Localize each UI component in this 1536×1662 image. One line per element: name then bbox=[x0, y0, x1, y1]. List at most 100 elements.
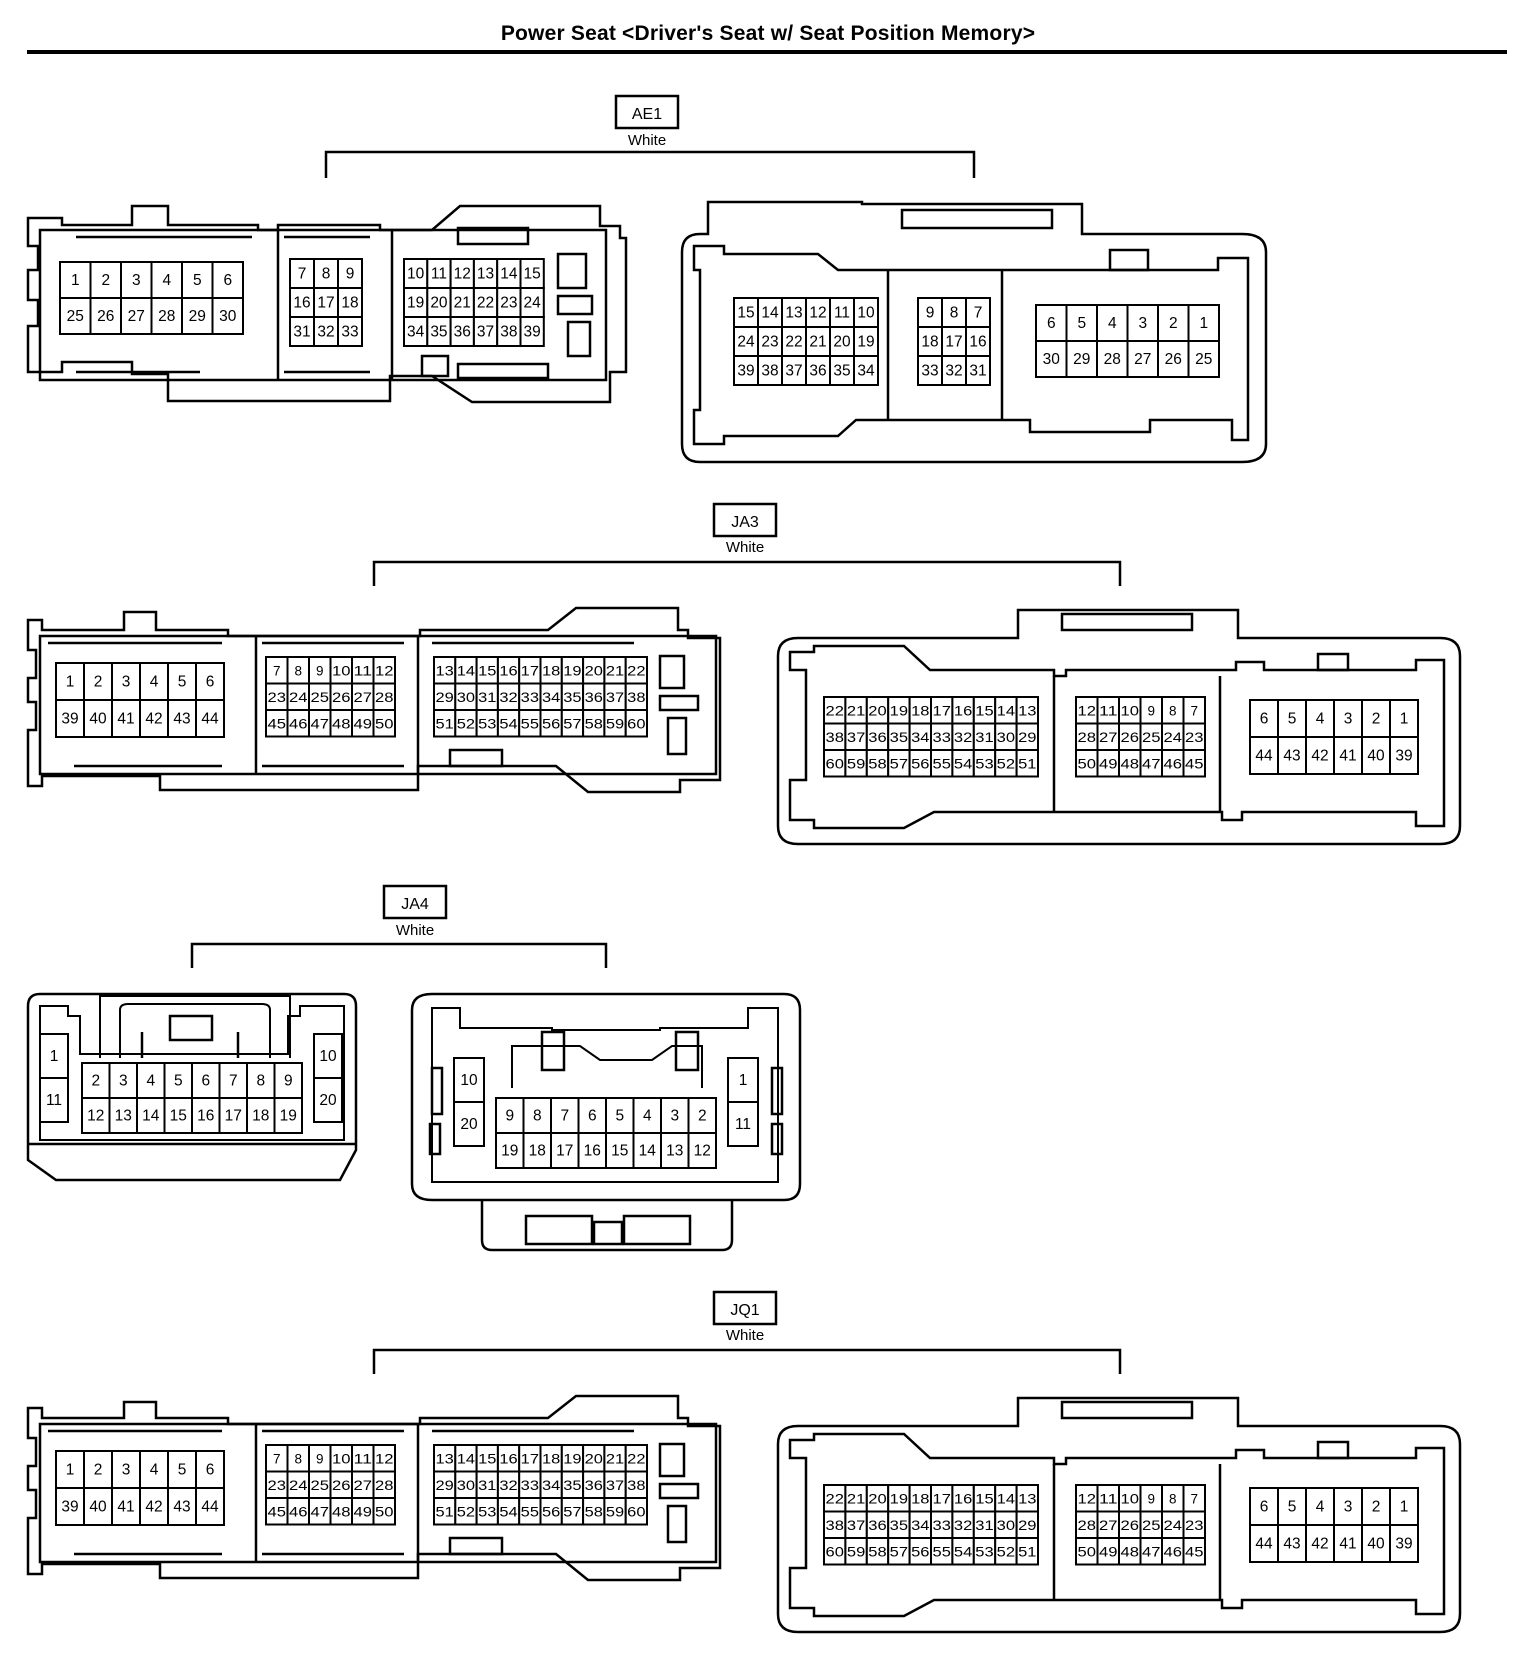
terminal-number: 10 bbox=[407, 266, 425, 283]
terminal-number: 36 bbox=[585, 690, 603, 705]
terminal-number: 22 bbox=[627, 1451, 645, 1466]
terminal-number: 49 bbox=[1099, 756, 1118, 771]
terminal-cell bbox=[1187, 340, 1220, 378]
terminal-number: 31 bbox=[478, 690, 496, 705]
connector-ja4-male-housing bbox=[410, 992, 802, 1252]
terminal-number: 35 bbox=[563, 690, 581, 705]
terminal-number: 21 bbox=[809, 334, 826, 351]
title-divider bbox=[27, 50, 1507, 54]
terminal-number: 16 bbox=[969, 334, 986, 351]
terminal-number: 11 bbox=[354, 1451, 373, 1466]
terminal-number: 44 bbox=[201, 1499, 219, 1516]
terminal-cell bbox=[89, 261, 122, 299]
terminal-cell bbox=[39, 1033, 69, 1079]
terminal-number: 43 bbox=[1283, 1536, 1300, 1553]
terminal-cell bbox=[660, 1097, 690, 1134]
terminal-number: 46 bbox=[1164, 756, 1183, 771]
terminal-cell bbox=[519, 316, 545, 347]
terminal-cell bbox=[1035, 340, 1068, 378]
terminal-cell bbox=[181, 297, 214, 335]
terminal-number: 12 bbox=[1078, 703, 1097, 718]
terminal-cell bbox=[167, 699, 197, 738]
terminal-number: 55 bbox=[933, 1544, 951, 1559]
terminal-number: 27 bbox=[1099, 1518, 1118, 1533]
ja3-label-box bbox=[712, 502, 778, 538]
terminal-number: 1 bbox=[71, 272, 80, 289]
terminal-number: 41 bbox=[117, 711, 134, 728]
terminal-cell bbox=[805, 297, 831, 328]
terminal-number: 39 bbox=[524, 324, 541, 341]
terminal-number: 38 bbox=[627, 1478, 645, 1493]
terminal-number: 55 bbox=[521, 716, 539, 731]
terminal-number: 15 bbox=[170, 1108, 187, 1125]
terminal-number: 10 bbox=[332, 1451, 351, 1466]
terminal-number: 54 bbox=[954, 756, 973, 771]
terminal-cell bbox=[781, 355, 807, 386]
terminal-number: 16 bbox=[954, 703, 972, 718]
terminal-cell bbox=[273, 1097, 303, 1134]
terminal-number: 2 bbox=[91, 1073, 100, 1090]
terminal-cell bbox=[1277, 736, 1307, 775]
terminal-cell bbox=[111, 1487, 141, 1526]
terminal-number: 12 bbox=[809, 305, 826, 322]
terminal-number: 50 bbox=[375, 716, 394, 731]
terminal-number: 14 bbox=[639, 1143, 657, 1160]
terminal-number: 37 bbox=[477, 324, 494, 341]
terminal-number: 28 bbox=[1104, 351, 1121, 368]
terminal-number: 32 bbox=[317, 324, 334, 341]
terminal-number: 19 bbox=[280, 1108, 297, 1125]
terminal-cell bbox=[1015, 1537, 1039, 1566]
terminal-number: 14 bbox=[500, 266, 518, 283]
terminal-number: 38 bbox=[761, 363, 778, 380]
terminal-number: 2 bbox=[94, 1462, 103, 1479]
terminal-number: 58 bbox=[868, 1544, 886, 1559]
terminal-number: 57 bbox=[563, 716, 581, 731]
terminal-number: 8 bbox=[1169, 703, 1177, 718]
terminal-number: 21 bbox=[606, 663, 624, 678]
ja3-color-label: White bbox=[726, 539, 764, 556]
terminal-number: 51 bbox=[1018, 1544, 1036, 1559]
terminal-number: 42 bbox=[145, 711, 162, 728]
terminal-number: 19 bbox=[890, 1491, 908, 1506]
terminal-number: 37 bbox=[847, 1518, 865, 1533]
terminal-number: 3 bbox=[122, 674, 131, 691]
terminal-number: 7 bbox=[1190, 703, 1198, 718]
terminal-number: 22 bbox=[477, 295, 494, 312]
terminal-cell bbox=[1389, 1524, 1419, 1563]
terminal-number: 34 bbox=[911, 730, 930, 745]
terminal-number: 39 bbox=[61, 1499, 78, 1516]
terminal-number: 30 bbox=[457, 1478, 475, 1493]
terminal-number: 42 bbox=[1311, 1536, 1328, 1553]
terminal-number: 14 bbox=[142, 1108, 160, 1125]
terminal-number: 39 bbox=[737, 363, 754, 380]
terminal-number: 5 bbox=[174, 1073, 183, 1090]
terminal-number: 33 bbox=[933, 1518, 951, 1533]
terminal-number: 1 bbox=[50, 1048, 59, 1065]
terminal-number: 15 bbox=[975, 703, 993, 718]
terminal-number: 7 bbox=[974, 305, 983, 322]
terminal-number: 29 bbox=[1073, 351, 1090, 368]
terminal-number: 11 bbox=[354, 663, 373, 678]
terminal-number: 9 bbox=[346, 266, 355, 283]
terminal-number: 22 bbox=[826, 1491, 844, 1506]
terminal-number: 58 bbox=[868, 756, 886, 771]
terminal-cell bbox=[829, 297, 855, 328]
terminal-number: 52 bbox=[997, 756, 1015, 771]
terminal-number: 12 bbox=[375, 1451, 394, 1466]
connector-ja3-male-housing bbox=[776, 608, 1462, 846]
terminal-number: 17 bbox=[556, 1143, 573, 1160]
terminal-cell bbox=[1096, 340, 1129, 378]
terminal-number: 53 bbox=[478, 1504, 496, 1519]
terminal-number: 45 bbox=[268, 1504, 287, 1519]
terminal-number: 49 bbox=[354, 1504, 373, 1519]
terminal-number: 9 bbox=[316, 663, 324, 678]
terminal-number: 22 bbox=[826, 703, 844, 718]
terminal-number: 40 bbox=[1367, 748, 1385, 765]
terminal-number: 14 bbox=[761, 305, 779, 322]
terminal-cell bbox=[1249, 699, 1279, 738]
terminal-number: 9 bbox=[284, 1073, 293, 1090]
